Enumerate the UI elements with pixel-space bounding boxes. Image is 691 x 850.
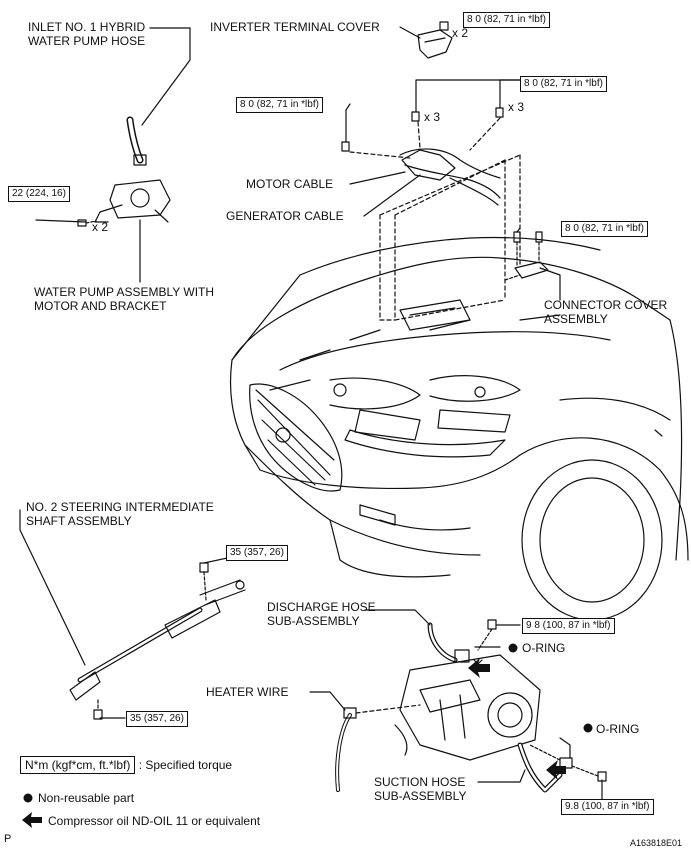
suction-hose-label: SUCTION HOSE SUB-ASSEMBLY <box>374 775 466 803</box>
inverter-cables-drawing <box>341 87 549 331</box>
compressor-drawing <box>335 619 607 793</box>
connector-cover-label-line2: ASSEMBLY <box>544 312 608 326</box>
torque-connector-cover: 8 0 (82, 71 in *lbf) <box>561 221 648 237</box>
suction-hose-label-line1: SUCTION HOSE <box>374 775 466 789</box>
legend-torque: N*m (kgf*cm, ft.*lbf) : Specified torque <box>20 756 232 774</box>
legend-non-reusable: Non-reusable part <box>38 791 135 805</box>
steering-shaft-label: NO. 2 STEERING INTERMEDIATE SHAFT ASSEMB… <box>26 500 214 528</box>
torque-cable-bolt: 8 0 (82, 71 in *lbf) <box>236 97 323 113</box>
compressor-oil-arrows <box>22 658 566 828</box>
inlet-hose-drawing <box>126 116 147 166</box>
qty-inverter-cover: x 2 <box>452 26 469 40</box>
generator-cable-label: GENERATOR CABLE <box>226 209 344 223</box>
torque-water-pump: 22 (224, 16) <box>8 186 70 202</box>
inverter-cover-drawing <box>417 21 453 59</box>
torque-inverter-bolts: 8 0 (82, 71 in *lbf) <box>520 76 607 92</box>
inlet-hose-label: INLET NO. 1 HYBRID WATER PUMP HOSE <box>28 20 145 48</box>
water-pump-label-line2: MOTOR AND BRACKET <box>34 299 167 313</box>
torque-inverter-cover: 8 0 (82, 71 in *lbf) <box>463 12 550 28</box>
motor-cable-label: MOTOR CABLE <box>246 177 334 191</box>
inlet-hose-label-line1: INLET NO. 1 HYBRID <box>28 20 146 34</box>
steering-shaft-drawing <box>69 562 246 720</box>
heater-wire-label: HEATER WIRE <box>206 685 289 699</box>
vehicle-front-body <box>229 236 689 621</box>
leader-lines <box>19 26 603 801</box>
connector-cover-label: CONNECTOR COVER ASSEMBLY <box>544 298 667 326</box>
discharge-hose-label-line1: DISCHARGE HOSE <box>267 600 376 614</box>
oring-top-label: O-RING <box>522 641 566 655</box>
torque-steering-bottom: 35 (357, 26) <box>126 711 188 727</box>
qty-inverter-right: x 3 <box>508 100 525 114</box>
torque-steering-top: 35 (357, 26) <box>226 545 288 561</box>
water-pump-drawing <box>77 179 171 227</box>
inverter-cover-label: INVERTER TERMINAL COVER <box>210 20 380 34</box>
corner-mark-left: P <box>4 833 12 845</box>
connector-cover-label-line1: CONNECTOR COVER <box>544 298 668 312</box>
water-pump-label-line1: WATER PUMP ASSEMBLY WITH <box>34 285 215 299</box>
steering-shaft-label-line1: NO. 2 STEERING INTERMEDIATE <box>26 500 214 514</box>
discharge-hose-label-line2: SUB-ASSEMBLY <box>267 614 360 628</box>
legend-torque-desc: : Specified torque <box>138 758 233 772</box>
suction-hose-label-line2: SUB-ASSEMBLY <box>374 789 467 803</box>
qty-water-pump: x 2 <box>92 220 109 234</box>
qty-inverter-left: x 3 <box>424 110 441 124</box>
water-pump-label: WATER PUMP ASSEMBLY WITH MOTOR AND BRACK… <box>34 285 214 313</box>
torque-suction: 9.8 (100, 87 in *lbf) <box>561 799 654 815</box>
discharge-hose-label: DISCHARGE HOSE SUB-ASSEMBLY <box>267 600 376 628</box>
torque-discharge: 9 8 (100, 87 in *lbf) <box>522 618 615 634</box>
non-reusable-markers <box>23 643 593 803</box>
figure-code: A163818E01 <box>630 838 683 848</box>
steering-shaft-label-line2: SHAFT ASSEMBLY <box>26 514 132 528</box>
legend-compressor-oil: Compressor oil ND-OIL 11 or equivalent <box>48 814 261 828</box>
oring-bottom-label: O-RING <box>596 722 640 736</box>
inlet-hose-label-line2: WATER PUMP HOSE <box>28 34 146 48</box>
legend-torque-unit: N*m (kgf*cm, ft.*lbf) <box>20 756 136 774</box>
